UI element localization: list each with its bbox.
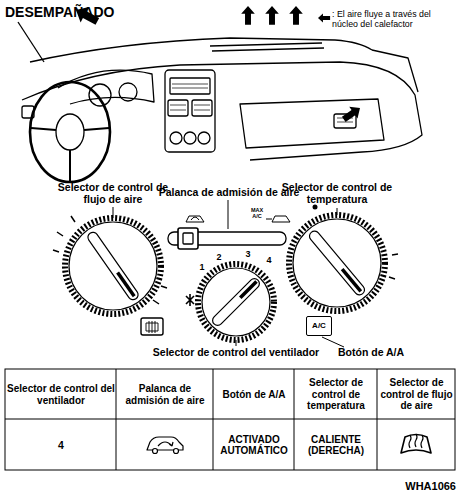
panel-marking: MAX A/C — [248, 207, 266, 220]
temperature-dial — [289, 205, 398, 312]
dashboard-edge — [372, 50, 418, 92]
rear-defrost-button — [141, 318, 163, 335]
lever-knob — [178, 228, 198, 249]
callout-label: Botón de A/A — [338, 346, 428, 358]
radio-detail — [172, 84, 208, 88]
steering-wheel — [30, 82, 110, 182]
air-flow-dial — [53, 216, 167, 314]
leader-line — [236, 340, 237, 346]
table-header: Selector de control de temperatura — [295, 370, 377, 419]
dashboard-outline — [22, 62, 422, 160]
vent-slat — [337, 118, 353, 122]
a-pillar — [18, 22, 44, 62]
fan-icon — [186, 294, 194, 306]
dial-mark — [53, 216, 167, 304]
cluster-hood — [58, 70, 154, 104]
recirculation-icon — [158, 442, 173, 446]
fan-speed-number: 4 — [264, 255, 274, 265]
table-header: Selector de control del ventilador — [6, 370, 116, 419]
defrost-icon — [409, 434, 423, 448]
ac-button: A/C — [306, 316, 332, 336]
table-header: Selector de control de flujo de aire — [378, 370, 455, 419]
fan-speed-number: 2 — [214, 252, 224, 262]
gauge — [89, 84, 111, 106]
dial-grip — [86, 230, 140, 301]
fan-speed-number: 3 — [243, 249, 253, 259]
table-header: Palanca de admisión de aire — [117, 370, 213, 419]
rear-defrost-icon — [146, 321, 158, 333]
leader-line — [322, 337, 344, 347]
recirculation-icon — [186, 216, 204, 222]
fresh-air-icon — [266, 216, 290, 222]
cold-mark — [313, 205, 318, 210]
callout-label: Selector de control de flujo de aire — [50, 181, 176, 205]
table-header: Botón de A/A — [214, 370, 294, 419]
windshield-base — [30, 38, 372, 62]
legend-note: : El aire fluye a través del núcleo del … — [332, 9, 459, 29]
dial-grip — [211, 277, 262, 328]
table-cell: 4 — [6, 420, 116, 470]
table-cell: ACTIVADO AUTOMÁTICO — [214, 420, 294, 470]
center-vent — [168, 100, 188, 116]
center-vent — [192, 100, 212, 116]
table-rule — [294, 369, 295, 470]
airflow-arrow — [241, 6, 255, 25]
airflow-arrow — [289, 6, 303, 25]
dial-pointer — [118, 273, 135, 297]
table-rule — [377, 369, 378, 470]
table-rule — [5, 419, 455, 420]
dial-pointer — [240, 281, 256, 297]
dial-knurl — [65, 218, 161, 314]
callout-label: Selector de control del ventilador — [136, 346, 336, 358]
fan-dial — [186, 264, 274, 340]
glove-box — [240, 99, 384, 148]
dial-face — [293, 219, 381, 307]
side-vent — [334, 114, 356, 128]
dial-knurl — [198, 264, 274, 340]
steering-hub — [56, 114, 84, 150]
control-knob — [198, 132, 210, 144]
airflow-arrow — [265, 6, 279, 25]
dial-face — [202, 268, 270, 336]
gauge — [119, 83, 137, 101]
dial-knurl — [289, 215, 385, 311]
steering-spoke — [31, 128, 109, 181]
leader-line — [228, 200, 229, 229]
callout-label: Selector de control de temperatura — [272, 181, 402, 205]
control-knob — [184, 132, 196, 144]
defrost-icon — [401, 435, 431, 454]
recirculation-icon — [147, 437, 183, 450]
radio — [170, 78, 210, 94]
legend-arrow — [318, 14, 330, 23]
defrost-slot — [210, 43, 324, 51]
lever-grip — [183, 233, 193, 244]
fan-speed-number: 1 — [197, 262, 207, 272]
control-knob — [170, 132, 182, 144]
dial-grip — [307, 229, 366, 297]
recirculation-icon — [153, 449, 158, 454]
figure-code: WHA1066 — [380, 480, 456, 493]
dial-pointer — [342, 269, 361, 291]
recirculation-icon — [174, 449, 179, 454]
side-vent — [22, 106, 34, 118]
button-label: A/C — [312, 322, 326, 330]
dial-mark — [389, 254, 398, 279]
dial-face — [69, 222, 157, 310]
vent-slat — [170, 105, 210, 110]
table-rule — [116, 369, 117, 470]
diagram-title: DESEMPAÑADO — [5, 4, 114, 20]
table-cell: CALIENTE (DERECHA) — [295, 420, 377, 470]
center-stack — [165, 70, 215, 152]
table-rule — [213, 369, 214, 470]
table-border — [5, 369, 455, 470]
